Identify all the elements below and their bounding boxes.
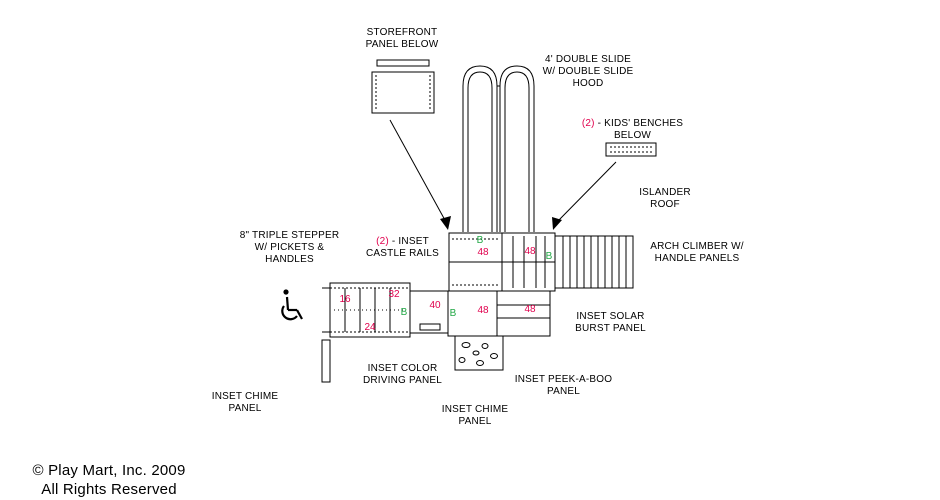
storefront-panel [371, 59, 435, 114]
upper-deck [448, 232, 556, 292]
bench-marker: B [450, 308, 457, 319]
kids-bench [605, 142, 657, 157]
peek-a-boo-label: INSET PEEK-A-BOO PANEL [514, 374, 613, 397]
copyright-notice: © Play Mart, Inc. 2009 All Rights Reserv… [32, 462, 186, 498]
storefront-label: STOREFRONT PANEL BELOW [365, 27, 439, 50]
castle-rails-count: (2) [376, 236, 389, 247]
storefront-arrowhead [440, 216, 451, 230]
deck-height: 16 [339, 294, 351, 305]
deck-height: 48 [477, 247, 489, 258]
deck-height: 40 [429, 300, 441, 311]
castle-rails-note: CASTLE RAILS [366, 248, 439, 259]
castle-rails-text: - INSET [388, 236, 429, 247]
deck-height: 24 [364, 322, 376, 333]
bench-arrowhead [552, 217, 562, 230]
kids-benches-text: - KIDS' BENCHES [594, 118, 684, 129]
deck-height: 48 [524, 246, 536, 257]
chime-panel-left-label: INSET CHIME PANEL [211, 391, 279, 414]
bench-marker: B [477, 235, 484, 246]
storefront-arrow [389, 119, 447, 223]
double-slide-label: 4' DOUBLE SLIDE W/ DOUBLE SLIDE HOOD [542, 54, 634, 89]
deck-height: 48 [477, 305, 489, 316]
double-slide [462, 65, 535, 232]
kids-benches-note: BELOW [613, 130, 652, 141]
triple-stepper-label: 8" TRIPLE STEPPER W/ PICKETS & HANDLES [239, 230, 340, 265]
arch-climber-label: ARCH CLIMBER W/ HANDLE PANELS [650, 241, 744, 264]
bench-marker: B [546, 251, 553, 262]
bench-arrow [556, 161, 617, 223]
bench-marker: B [401, 307, 408, 318]
color-driving-label: INSET COLOR DRIVING PANEL [362, 363, 443, 386]
islander-roof-label: ISLANDER ROOF [639, 187, 691, 210]
triple-stepper [321, 282, 449, 383]
kids-benches-count: (2) [581, 118, 595, 129]
solar-burst-label: INSET SOLAR BURST PANEL [575, 311, 646, 334]
deck-height: 48 [524, 304, 536, 315]
deck-height: 32 [388, 289, 400, 300]
chime-panel-center-label: INSET CHIME PANEL [441, 404, 509, 427]
peek-a-boo-panel [454, 335, 504, 371]
wheelchair-icon [281, 289, 303, 321]
arch-climber [554, 235, 634, 289]
